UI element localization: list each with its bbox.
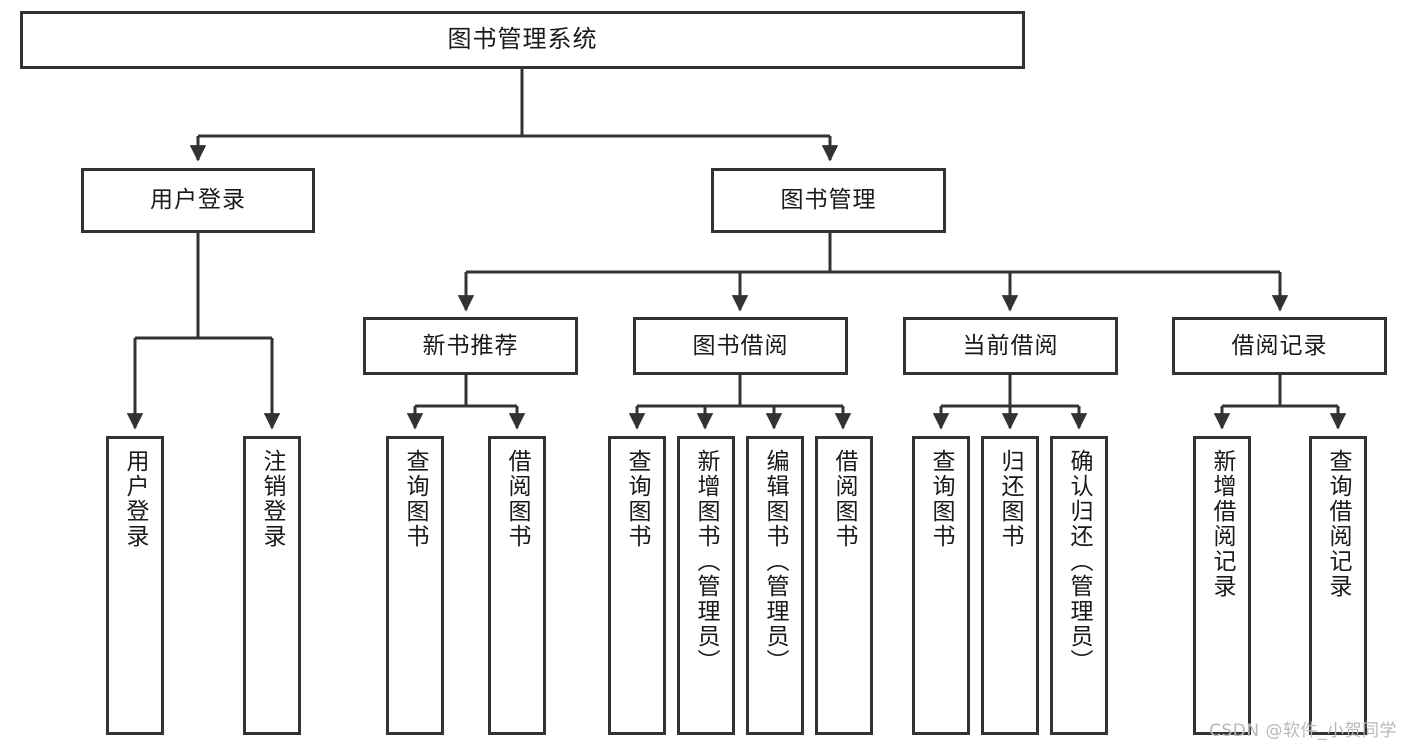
node-label: 注销登录	[259, 449, 286, 549]
node-label: 新增图书（管理员）	[693, 449, 720, 674]
leaf-add-book-admin[interactable]: 新增图书（管理员）	[677, 436, 735, 735]
node-label: 新书推荐	[422, 332, 519, 359]
leaf-query-book-recommend[interactable]: 查询图书	[386, 436, 444, 735]
node-label: 图书管理系统	[447, 25, 598, 54]
leaf-return-book[interactable]: 归还图书	[981, 436, 1039, 735]
node-label: 图书管理	[780, 187, 877, 214]
leaf-borrow-book-recommend[interactable]: 借阅图书	[488, 436, 546, 735]
node-current-borrow[interactable]: 当前借阅	[903, 317, 1118, 375]
leaf-edit-book-admin[interactable]: 编辑图书（管理员）	[746, 436, 804, 735]
leaf-logout[interactable]: 注销登录	[243, 436, 301, 735]
node-book-borrow[interactable]: 图书借阅	[633, 317, 848, 375]
node-label: 新增借阅记录	[1209, 449, 1236, 599]
node-label: 确认归还（管理员）	[1066, 449, 1093, 674]
leaf-confirm-return-admin[interactable]: 确认归还（管理员）	[1050, 436, 1108, 735]
node-label: 借阅记录	[1231, 332, 1328, 359]
leaf-query-book-borrow[interactable]: 查询图书	[608, 436, 666, 735]
watermark-text: CSDN @软件_小贺同学	[1209, 721, 1397, 741]
node-label: 查询图书	[624, 449, 651, 549]
node-label: 用户登录	[122, 449, 149, 549]
leaf-add-borrow-record[interactable]: 新增借阅记录	[1193, 436, 1251, 735]
node-root-system[interactable]: 图书管理系统	[20, 11, 1025, 69]
node-borrow-record[interactable]: 借阅记录	[1172, 317, 1387, 375]
leaf-borrow-book[interactable]: 借阅图书	[815, 436, 873, 735]
node-book-management[interactable]: 图书管理	[711, 168, 946, 233]
node-user-login[interactable]: 用户登录	[81, 168, 315, 233]
node-new-book-recommend[interactable]: 新书推荐	[363, 317, 578, 375]
node-label: 查询图书	[928, 449, 955, 549]
leaf-query-book-current[interactable]: 查询图书	[912, 436, 970, 735]
node-label: 查询借阅记录	[1325, 449, 1352, 599]
node-label: 当前借阅	[962, 332, 1059, 359]
leaf-user-login[interactable]: 用户登录	[106, 436, 164, 735]
leaf-query-borrow-record[interactable]: 查询借阅记录	[1309, 436, 1367, 735]
node-label: 借阅图书	[504, 449, 531, 549]
node-label: 编辑图书（管理员）	[762, 449, 789, 674]
node-label: 归还图书	[997, 449, 1024, 549]
node-label: 图书借阅	[692, 332, 789, 359]
node-label: 查询图书	[402, 449, 429, 549]
node-label: 借阅图书	[831, 449, 858, 549]
node-label: 用户登录	[150, 187, 246, 214]
